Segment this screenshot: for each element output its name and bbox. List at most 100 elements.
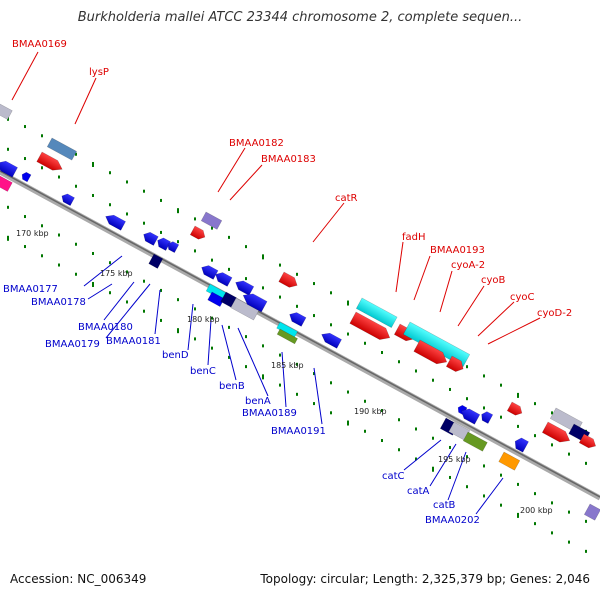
tick-mark [364,341,366,345]
tick-mark [194,249,196,253]
tick-mark [24,157,26,161]
tick-mark [449,387,451,391]
tick-mark [483,464,485,468]
gene-glyph [207,291,225,307]
tick-mark [92,251,94,255]
scale-labels: 170 kbp 175 kbp 180 kbp 185 kbp 190 kbp … [16,229,553,515]
tick-mark [194,337,196,341]
gene-glyph [481,411,494,424]
tick-mark [364,399,366,403]
tick-mark [432,466,434,472]
tick-mark [466,485,468,489]
gene-shape [148,253,164,269]
gene-shape [242,293,268,313]
gene-label: benD [162,350,189,361]
gene-glyph [445,355,464,372]
tick-mark [347,390,349,394]
tick-mark [330,291,332,295]
tick-mark [24,125,26,129]
tick-mark [415,427,417,431]
gene-label: catR [335,193,358,204]
gene-shape [200,211,223,230]
tick-mark [92,193,94,197]
gene-shape [207,291,225,307]
tick-mark [500,415,502,419]
tick-mark [211,226,213,230]
tick-mark [126,212,128,216]
tick-mark [279,263,281,267]
tick-mark [194,307,196,311]
tick-mark [517,392,519,398]
tick-mark [211,258,213,262]
tick-mark [296,272,298,276]
gene-labels-top: BMAA0169 lysP BMAA0182 BMAA0183 catR fad… [12,39,572,319]
tick-mark [109,261,111,265]
tick-mark [551,443,553,447]
tick-mark [41,254,43,258]
tick-mark [109,291,111,295]
gene-glyph [143,231,159,246]
gene-shape [578,433,596,449]
label-leader-lines [11,51,541,515]
tick-mark [415,369,417,373]
tick-mark [160,198,162,202]
tick-mark [330,323,332,327]
gene-shape [413,339,448,365]
gene-glyph [46,137,77,161]
tick-mark [75,272,77,276]
scale-label: 200 kbp [520,506,553,515]
gene-label: BMAA0182 [229,138,284,149]
gene-shape [61,193,75,206]
tick-mark [500,473,502,477]
gene-shape [105,214,126,231]
tick-mark [449,445,451,449]
tick-mark [7,235,9,241]
tick-mark [177,208,179,214]
tick-mark [228,325,230,329]
gene-label: BMAA0179 [45,339,100,350]
genome-stats-text: Topology: circular; Length: 2,325,379 bp… [260,572,590,586]
tick-mark [262,374,264,380]
tick-mark [330,381,332,385]
gene-shape [143,231,159,246]
tick-mark [143,279,145,283]
tick-mark [466,455,468,459]
tick-mark [568,540,570,544]
gene-label: catA [407,486,430,497]
tick-mark [143,221,145,225]
gene-glyph [148,253,164,269]
gene-shape [167,241,180,254]
tick-mark [381,351,383,355]
tick-mark [500,503,502,507]
gene-labels-bottom: BMAA0177 BMAA0178 BMAA0180 BMAA0179 BMAA… [3,284,480,526]
tick-mark [415,457,417,461]
tick-mark [296,392,298,396]
gene-label: benC [190,366,216,377]
tick-mark [58,233,60,237]
gene-glyph [36,151,63,171]
tick-mark [313,282,315,286]
tick-mark [449,475,451,479]
tick-mark [381,439,383,443]
tick-mark [245,245,247,249]
tick-mark [279,295,281,299]
tick-mark [398,418,400,422]
tick-mark [585,549,587,553]
gene-glyph [349,311,391,340]
gene-shape [498,451,521,471]
tick-mark [585,519,587,523]
gene-glyph [355,297,398,328]
tick-mark [551,531,553,535]
tick-mark [177,240,179,244]
tick-mark [483,374,485,378]
tick-mark [296,362,298,366]
tick-mark [500,383,502,387]
tick-mark [160,230,162,234]
gene-shape [235,280,255,296]
tick-mark [279,353,281,357]
gene-label: BMAA0183 [261,154,316,165]
tick-mark [381,409,383,413]
gene-shape [445,355,464,372]
gene-glyph [506,401,523,416]
gene-label: BMAA0180 [78,322,133,333]
